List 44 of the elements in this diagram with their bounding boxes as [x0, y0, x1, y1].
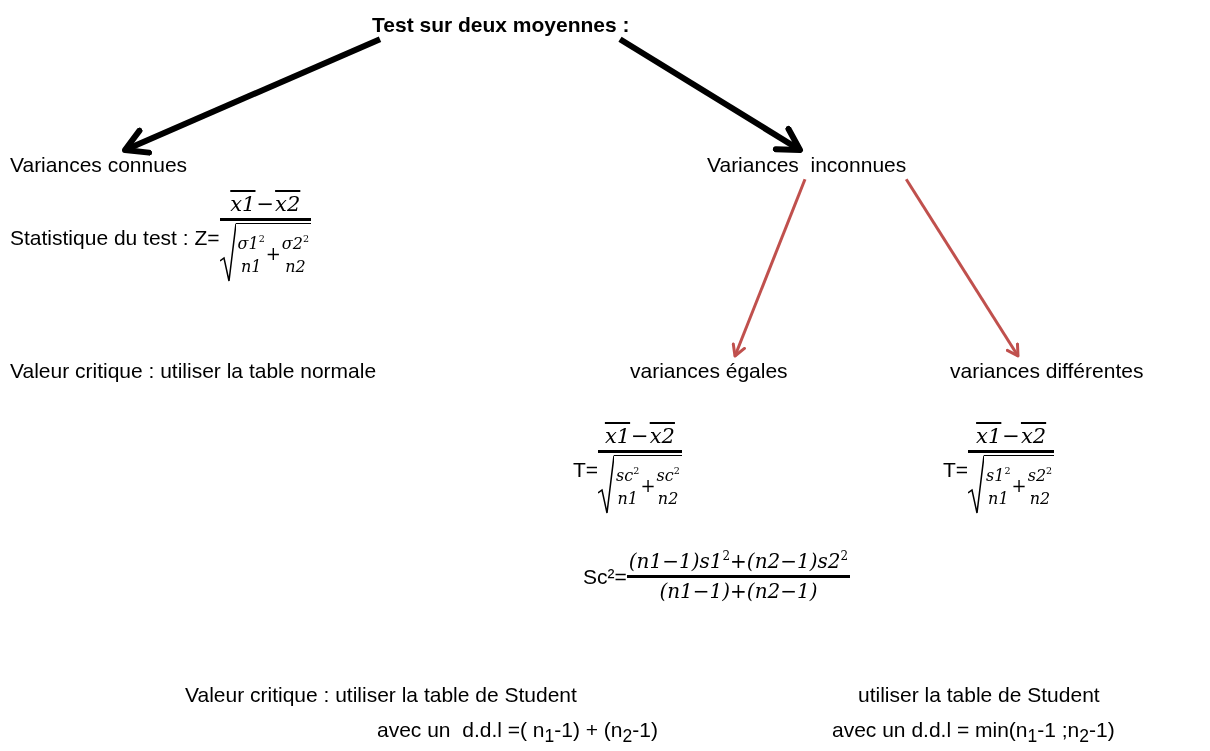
note-text: Valeur critique : utiliser la table normale: [10, 358, 377, 384]
formula-term: x1: [604, 424, 631, 449]
formula-term: σ2$^{2}$: [281, 232, 310, 253]
note-text: utiliser la table de Student: [858, 682, 1100, 708]
arrow: [731, 178, 807, 358]
formula-label: Statistique du test : Z=: [10, 224, 220, 251]
plus-sign: +: [1010, 476, 1028, 497]
arrow: [904, 178, 1020, 358]
formula-term: n2: [285, 258, 306, 277]
formula-term: (n1−1)s1$^{2}$+(n2−1)s2$^{2}$: [628, 550, 849, 574]
formula-label: T=: [943, 456, 969, 483]
formula-term: (n1−1)+(n2−1): [659, 580, 818, 604]
formula-term: x2: [649, 424, 675, 449]
formula-label: Sc²=: [583, 564, 627, 590]
formula-term: n1: [988, 490, 1009, 509]
note-text: avec un d.d.l =( n$_{1}$-1) + (n$_{2}$-1): [377, 717, 658, 748]
branch-label: variances égales: [630, 358, 788, 384]
diagram-title: Test sur deux moyennes :: [372, 12, 630, 38]
formula-term: σ1$^{2}$: [237, 232, 265, 253]
formula-term: n1: [617, 490, 638, 509]
formula-term: n2: [657, 490, 679, 509]
branch-label: variances différentes: [950, 358, 1144, 384]
arrow: [618, 36, 803, 153]
formula-term: sc$^{2}$: [616, 464, 640, 485]
formula-term: n1: [240, 258, 262, 277]
minus-sign: −: [1001, 424, 1021, 449]
formula-term: x2: [1020, 424, 1047, 449]
formula-term: sc$^{2}$: [656, 464, 680, 485]
formula-term: x1: [976, 424, 1002, 449]
note-text: avec un d.d.l = min(n$_{1}$-1 ;n$_{2}$-1): [832, 717, 1115, 748]
formula-label: T=: [573, 456, 599, 483]
formula-term: n2: [1029, 490, 1051, 509]
minus-sign: −: [255, 192, 275, 217]
formula-term: s2$^{2}$: [1027, 464, 1053, 485]
plus-sign: +: [264, 244, 282, 265]
branch-label: Variances inconnues: [707, 152, 907, 178]
formula-term: s1$^{2}$: [986, 464, 1011, 485]
arrow: [122, 36, 382, 156]
plus-sign: +: [639, 476, 656, 497]
branch-label: Variances connues: [10, 152, 188, 178]
minus-sign: −: [630, 424, 650, 449]
note-text: Valeur critique : utiliser la table de Student: [185, 682, 577, 708]
formula-term: x2: [275, 192, 301, 217]
formula-term: x1: [230, 192, 256, 217]
